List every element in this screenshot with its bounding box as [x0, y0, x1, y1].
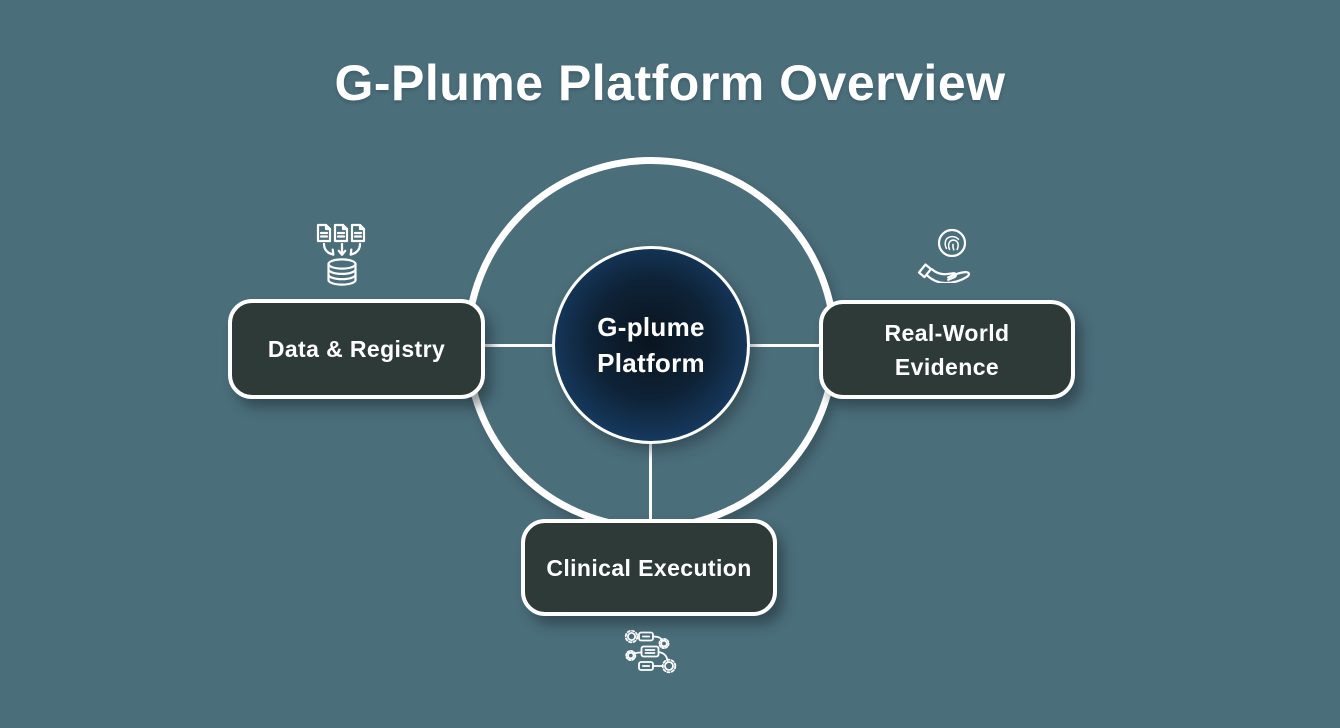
hub-label-line1: G-plume [597, 312, 705, 342]
hub-label-line2: Platform [597, 348, 705, 378]
documents-to-database-icon [314, 221, 370, 287]
node-clinical-execution-label: Clinical Execution [546, 554, 752, 581]
hub-node-g-plume-platform: G-plume Platform [552, 246, 750, 444]
node-data-registry: Data & Registry [228, 299, 485, 399]
hand-holding-fingerprint-icon [915, 227, 975, 283]
connector-bottom [649, 443, 652, 521]
node-clinical-execution: Clinical Execution [521, 519, 777, 616]
node-real-world-evidence-line1: Real-World [884, 319, 1010, 346]
node-real-world-evidence-line2: Evidence [894, 353, 1000, 380]
node-data-registry-label: Data & Registry [267, 336, 446, 362]
node-real-world-evidence: Real-World Evidence [819, 300, 1075, 399]
connector-left [484, 344, 554, 347]
page-title: G-Plume Platform Overview [334, 55, 1006, 111]
connector-right [750, 344, 820, 347]
workflow-gears-icon [624, 629, 679, 674]
